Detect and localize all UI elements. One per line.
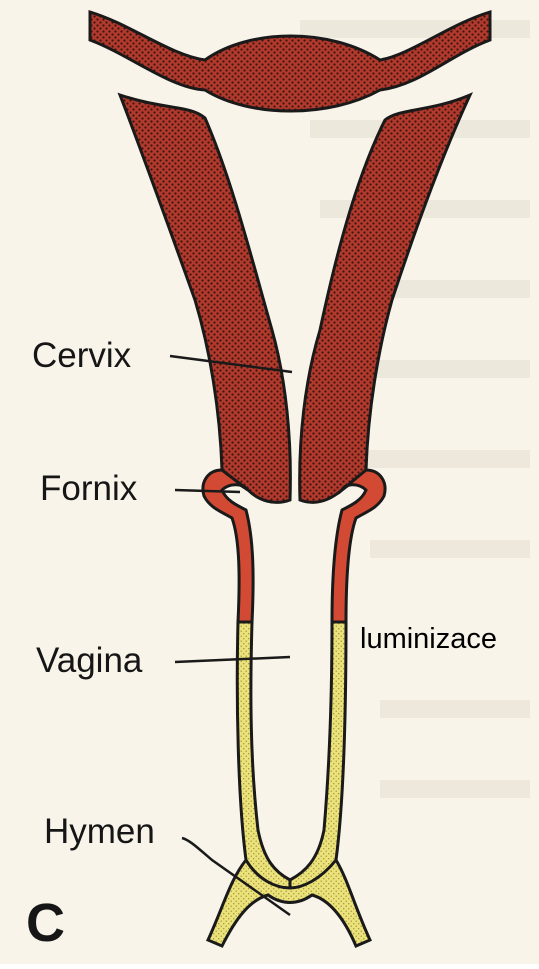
fornix-label: Fornix — [40, 471, 137, 506]
vagina-leader-line — [175, 657, 290, 662]
uterine-wall-left — [120, 95, 290, 502]
panel-letter: C — [26, 896, 65, 950]
lower-vagina-wall-right — [290, 622, 346, 895]
uterine-wall-right — [300, 95, 470, 502]
luminization-label: luminizace — [360, 625, 497, 654]
vagina-label: Vagina — [36, 643, 142, 678]
fornix-leader-line — [175, 490, 240, 492]
cervix-label: Cervix — [32, 338, 131, 373]
hymen-label: Hymen — [44, 814, 155, 849]
lower-vagina-wall-left — [237, 622, 290, 895]
